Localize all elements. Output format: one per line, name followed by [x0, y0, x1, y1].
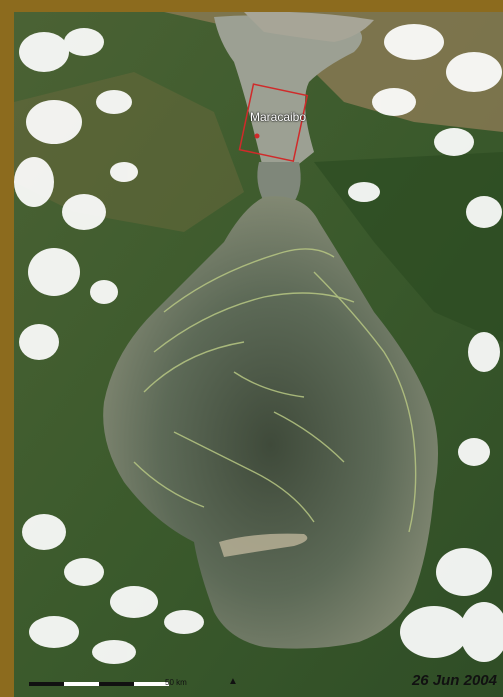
tablazo-strait — [257, 162, 301, 202]
sediment-plume — [219, 533, 308, 557]
north-arrow-icon: ▲ — [228, 676, 238, 687]
city-marker — [254, 133, 260, 139]
city-label-maracaibo: Maracaibo — [250, 110, 307, 124]
inset-box — [238, 83, 309, 162]
satellite-image — [14, 12, 503, 697]
satellite-map — [14, 12, 503, 697]
scale-bar — [29, 682, 169, 686]
clouds-east — [348, 24, 503, 662]
clouds-west — [14, 28, 204, 664]
gulf-shallows — [244, 12, 374, 42]
gulf-of-venezuela — [214, 15, 362, 173]
image-date: 26 Jun 2004 — [411, 672, 497, 689]
algae-bloom-streaks — [133, 248, 417, 533]
scale-bar-label: 50 km — [165, 678, 187, 687]
lake-maracaibo — [103, 196, 438, 649]
